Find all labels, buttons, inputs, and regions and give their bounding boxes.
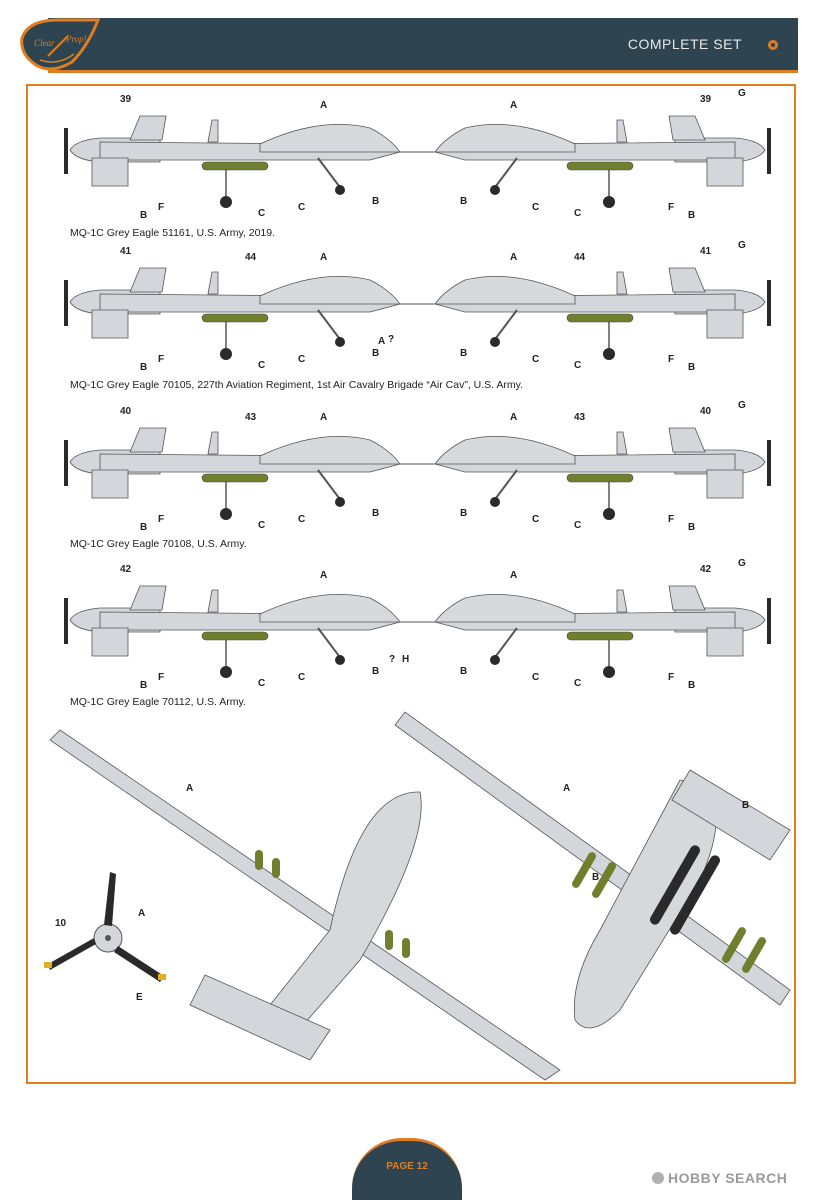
callout-b: B xyxy=(140,522,148,533)
callout-f: F xyxy=(158,354,165,365)
callout-b: B xyxy=(140,680,148,691)
callout-unit-right: 44 xyxy=(574,252,586,263)
callout-c: C xyxy=(298,672,306,683)
callout-unit-left: 44 xyxy=(245,252,257,263)
callout-a: A xyxy=(320,412,328,423)
callout-c: C xyxy=(532,202,540,213)
callout-c: C xyxy=(532,354,540,365)
watermark: HOBBY SEARCH xyxy=(652,1170,787,1186)
callout-f: F xyxy=(158,514,165,525)
clear-prop-logo: Clear Prop! xyxy=(20,18,101,71)
callout-f: F xyxy=(668,202,675,213)
callout-c: C xyxy=(298,354,306,365)
propeller-detail xyxy=(44,872,166,982)
callout-a: A xyxy=(510,100,518,111)
header-bar: COMPLETE SET xyxy=(48,18,798,73)
callout-a-prop: A xyxy=(138,908,146,919)
callout-serial-left: 40 xyxy=(120,406,132,417)
callout-b: B xyxy=(372,348,380,359)
callout-serial-left: 42 xyxy=(120,564,132,575)
callout-g: G xyxy=(738,88,746,99)
callout-c: C xyxy=(298,514,306,525)
callout-f: F xyxy=(668,672,675,683)
callout-c: C xyxy=(574,360,582,371)
top-view-drone xyxy=(49,729,561,1081)
callout-f: F xyxy=(158,672,165,683)
callout-a: A xyxy=(320,570,328,581)
callout-c: C xyxy=(532,514,540,525)
callout-b: B xyxy=(460,508,468,519)
callout-g: G xyxy=(738,558,746,569)
callout-a: A xyxy=(510,570,518,581)
callout-b-tail: B xyxy=(742,800,750,811)
callout-f: F xyxy=(668,354,675,365)
watermark-text: HOBBY SEARCH xyxy=(668,1170,788,1186)
callout-c: C xyxy=(574,678,582,689)
callout-10-prop: 10 xyxy=(55,918,67,929)
callout-b: B xyxy=(688,362,696,373)
callout-serial-right: 40 xyxy=(700,406,712,417)
page-label: PAGE 12 xyxy=(386,1161,428,1172)
callout-serial-left: 39 xyxy=(120,94,132,105)
callout-c: C xyxy=(258,520,266,531)
callout-c: C xyxy=(574,208,582,219)
callout-e-prop: E xyxy=(136,992,143,1003)
callout-f: F xyxy=(668,514,675,525)
callout-serial-right: 39 xyxy=(700,94,712,105)
callout-b: B xyxy=(688,522,696,533)
callout-b-wing: B xyxy=(592,872,600,883)
callout-b: B xyxy=(372,196,380,207)
callout-c: C xyxy=(258,208,266,219)
callout-question: ? xyxy=(389,654,396,665)
callout-a: A xyxy=(320,252,328,263)
caption-70112: MQ-1C Grey Eagle 70112, U.S. Army. xyxy=(70,696,246,708)
callout-c: C xyxy=(258,678,266,689)
caption-70108: MQ-1C Grey Eagle 70108, U.S. Army. xyxy=(70,538,247,550)
page-tab: PAGE 12 xyxy=(352,1138,462,1200)
callout-b: B xyxy=(140,362,148,373)
callout-a: A xyxy=(510,412,518,423)
callout-b: B xyxy=(688,210,696,221)
callout-b: B xyxy=(460,348,468,359)
target-dot-icon xyxy=(768,40,778,50)
content-frame xyxy=(26,84,796,1084)
callout-h: H xyxy=(402,654,410,665)
bottom-view-drone xyxy=(394,711,791,1029)
callout-unit-right: 43 xyxy=(574,412,586,423)
callout-a-top: A xyxy=(186,783,194,794)
callout-serial-left: 41 xyxy=(120,246,132,257)
callout-b: B xyxy=(372,508,380,519)
caption-70105: MQ-1C Grey Eagle 70105, 227th Aviation R… xyxy=(70,379,524,391)
caption-51161: MQ-1C Grey Eagle 51161, U.S. Army, 2019. xyxy=(70,227,276,239)
callout-c: C xyxy=(298,202,306,213)
callout-a: A xyxy=(378,336,386,347)
callout-a: A xyxy=(510,252,518,263)
callout-b: B xyxy=(460,666,468,677)
callout-g: G xyxy=(738,240,746,251)
callout-b: B xyxy=(140,210,148,221)
callout-b: B xyxy=(460,196,468,207)
callout-c: C xyxy=(532,672,540,683)
svg-text:Clear: Clear xyxy=(34,38,55,48)
callout-b: B xyxy=(688,680,696,691)
callout-unit-left: 43 xyxy=(245,412,257,423)
callout-g: G xyxy=(738,400,746,411)
callout-question: ? xyxy=(388,334,395,345)
page-header: COMPLETE SET Clear Prop! xyxy=(18,16,798,73)
callout-c: C xyxy=(258,360,266,371)
callout-serial-right: 41 xyxy=(700,246,712,257)
callout-b: B xyxy=(372,666,380,677)
callout-a: A xyxy=(320,100,328,111)
plan-views xyxy=(44,711,791,1081)
callout-c: C xyxy=(574,520,582,531)
callout-serial-right: 42 xyxy=(700,564,712,575)
svg-text:Prop!: Prop! xyxy=(65,34,87,44)
callout-f: F xyxy=(158,202,165,213)
header-title: COMPLETE SET xyxy=(627,36,742,52)
hobby-search-logo-icon xyxy=(652,1172,664,1184)
callout-a-bottom: A xyxy=(563,783,571,794)
